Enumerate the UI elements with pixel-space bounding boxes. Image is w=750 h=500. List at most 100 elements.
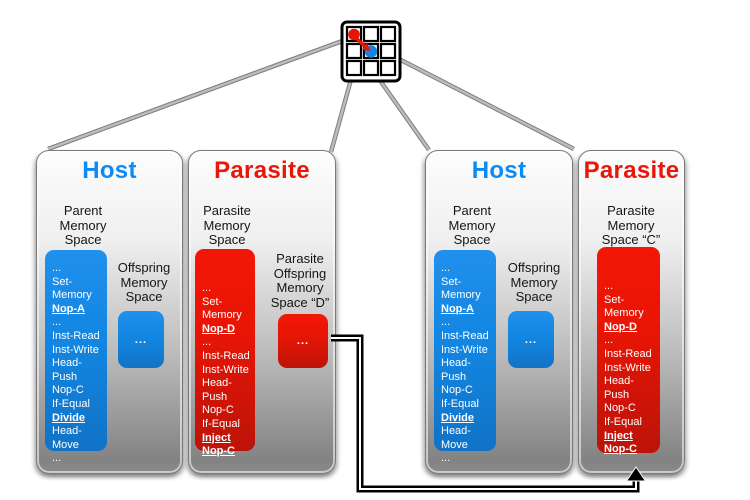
instruction-line: ... bbox=[202, 282, 212, 294]
instruction-line: Divide bbox=[441, 411, 475, 424]
instruction-line: Inst-Write bbox=[604, 361, 651, 374]
panel-parasite-1: Parasite Parasite Memory Space ...Set-Me… bbox=[188, 150, 336, 474]
instruction-line: Set- bbox=[441, 275, 462, 288]
instruction-line: ... bbox=[52, 452, 62, 465]
instruction-line: ... bbox=[441, 452, 451, 465]
instruction-line: Head-Move bbox=[441, 425, 471, 451]
instruction-line: Inject bbox=[202, 431, 231, 444]
instruction-line: Inst-Read bbox=[202, 349, 250, 362]
offspring-memory-box: ... bbox=[118, 311, 164, 368]
grid-cell bbox=[379, 42, 397, 60]
instruction-line: Head-Push bbox=[441, 357, 471, 383]
grid-cell bbox=[379, 25, 397, 43]
instruction-line: Nop-A bbox=[441, 302, 474, 315]
infection-arrow-icon bbox=[354, 36, 366, 48]
instruction-line: Set- bbox=[52, 275, 73, 288]
instruction-line: Inst-Read bbox=[52, 329, 100, 342]
instruction-line: Nop-C bbox=[52, 384, 84, 397]
parasite-offspring-memory-space-label: Parasite Offspring Memory Space “D” bbox=[270, 251, 330, 311]
panel-title: Host bbox=[471, 157, 527, 184]
instruction-line: If-Equal bbox=[52, 397, 90, 410]
instruction-line: Inject bbox=[604, 429, 633, 442]
instruction-line: Nop-C bbox=[441, 384, 473, 397]
dispersal-line bbox=[396, 56, 575, 151]
grid-cell bbox=[345, 25, 363, 43]
dispersal-line bbox=[329, 75, 354, 153]
instruction-line: Head-Push bbox=[604, 375, 634, 401]
offspring-ellipsis: ... bbox=[296, 335, 310, 347]
parent-memory-space-label: Parent Memory Space bbox=[59, 203, 107, 248]
instruction-line: ... bbox=[604, 334, 614, 347]
instruction-line: Nop-C bbox=[604, 402, 636, 415]
grid-cell bbox=[362, 59, 380, 77]
instruction-line: Memory bbox=[52, 289, 92, 302]
panel-parasite-2: Parasite Parasite Memory Space “C” ...Se… bbox=[578, 150, 685, 474]
dispersal-line bbox=[328, 75, 355, 153]
instruction-line: If-Equal bbox=[441, 397, 479, 410]
dispersal-line bbox=[377, 77, 431, 152]
instruction-line: ... bbox=[202, 336, 212, 349]
parasite-memory-space-c-label: Parasite Memory Space “C” bbox=[601, 203, 661, 248]
offspring-memory-box: ... bbox=[508, 311, 554, 368]
instruction-line: Set- bbox=[202, 295, 223, 308]
instruction-line: Nop-A bbox=[52, 302, 85, 315]
grid-cell bbox=[345, 42, 363, 60]
population-grid-icon bbox=[340, 20, 402, 83]
dispersal-line bbox=[47, 38, 346, 151]
dispersal-line bbox=[395, 56, 576, 151]
instruction-line: Head-Move bbox=[52, 425, 82, 451]
instruction-line: ... bbox=[52, 316, 62, 329]
instruction-line: Inst-Write bbox=[52, 343, 99, 356]
panel-title: Parasite bbox=[214, 157, 310, 184]
offspring-memory-box-d: ... bbox=[278, 314, 328, 368]
panel-title: Host bbox=[82, 157, 137, 184]
parasite-cell-dot bbox=[348, 28, 360, 41]
offspring-memory-space-label: Offspring Memory Space bbox=[117, 260, 171, 305]
grid-cell bbox=[362, 42, 380, 60]
instruction-line: ... bbox=[604, 280, 614, 292]
parasite-memory-space-label: Parasite Memory Space bbox=[203, 203, 251, 248]
offspring-memory-space-label: Offspring Memory Space bbox=[507, 260, 561, 305]
instruction-line: Head-Push bbox=[202, 377, 232, 403]
instruction-line: Memory bbox=[202, 309, 242, 322]
dispersal-line bbox=[378, 78, 430, 151]
instruction-line: Memory bbox=[441, 289, 481, 302]
instruction-line: Inst-Read bbox=[604, 347, 652, 360]
instruction-line: Nop-C bbox=[604, 443, 637, 456]
instruction-line: ... bbox=[441, 316, 451, 329]
instruction-line: ... bbox=[441, 262, 451, 274]
infection-arrowhead-icon bbox=[362, 42, 371, 51]
dispersal-line bbox=[47, 37, 346, 152]
instruction-line: ... bbox=[52, 262, 62, 274]
grid-cell bbox=[362, 25, 380, 43]
panel-title: Parasite bbox=[583, 157, 680, 184]
dispersal-lines bbox=[47, 37, 576, 153]
instruction-line: If-Equal bbox=[604, 415, 642, 428]
instruction-line: Nop-D bbox=[202, 322, 235, 335]
instruction-line: Head-Push bbox=[52, 357, 82, 383]
grid-cell bbox=[345, 59, 363, 77]
instruction-line: Nop-C bbox=[202, 445, 235, 458]
instruction-line: Set- bbox=[604, 293, 625, 306]
host-cell-dot bbox=[364, 45, 378, 58]
offspring-ellipsis: ... bbox=[524, 333, 538, 346]
instruction-line: If-Equal bbox=[202, 417, 240, 430]
instruction-line: Memory bbox=[604, 307, 644, 320]
instruction-line: Inst-Write bbox=[202, 363, 249, 376]
grid-cell bbox=[379, 59, 397, 77]
instruction-line: Nop-C bbox=[202, 404, 234, 417]
parent-memory-space-label: Parent Memory Space bbox=[448, 203, 496, 248]
grid-outline bbox=[340, 20, 402, 83]
instruction-line: Inst-Write bbox=[441, 343, 488, 356]
